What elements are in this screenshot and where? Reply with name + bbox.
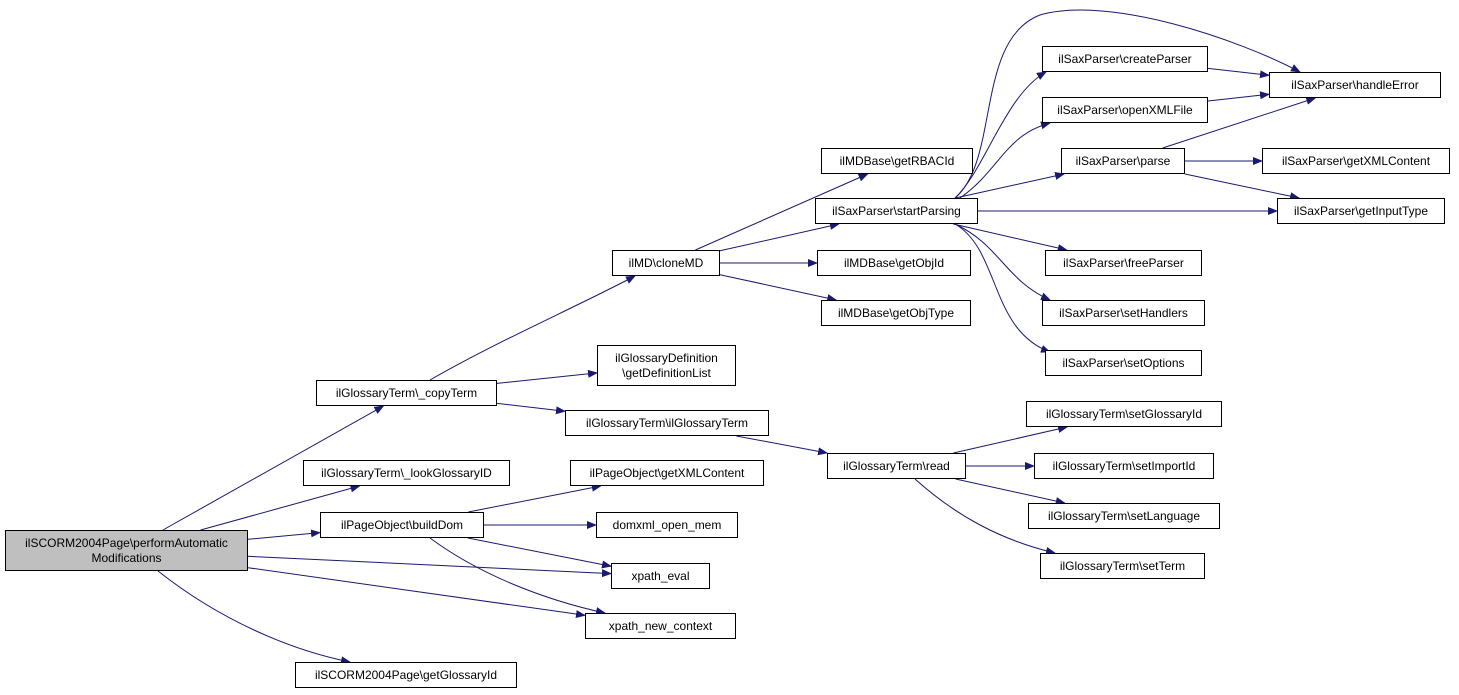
node-label: ilGlossaryTerm\read — [843, 458, 950, 473]
node-start-parsing[interactable]: ilSaxParser\startParsing — [815, 198, 978, 224]
node-label: ilGlossaryTerm\_lookGlossaryID — [321, 465, 492, 480]
node-label: ilGlossaryTerm\setGlossaryId — [1045, 406, 1203, 421]
edge-ilGlossaryTermCtor-to-read — [736, 435, 829, 456]
node-get-input-type[interactable]: ilSaxParser\getInputType — [1277, 198, 1445, 224]
edge-createParser-to-handleError — [1207, 67, 1270, 79]
edge-parse-to-handleError — [1162, 97, 1317, 149]
edge-cloneMD-to-getObjType — [719, 274, 838, 302]
node-get-definition-list[interactable]: ilGlossaryDefinition\getDefinitionList — [597, 345, 736, 386]
edge-copyTerm-to-getDefinitionList — [496, 369, 598, 384]
edge-openXMLFile-to-handleError — [1207, 91, 1270, 102]
node-handle-error[interactable]: ilSaxParser\handleError — [1269, 72, 1441, 98]
node-label: ilMD\cloneMD — [628, 255, 704, 270]
edge-buildDom-to-xpathNew — [429, 537, 606, 616]
node-get-x-m-l-content-page[interactable]: ilPageObject\getXMLContent — [570, 460, 764, 486]
node-label: ilMDBase\getObjId — [843, 255, 945, 270]
node-label: ilSaxParser\createParser — [1058, 51, 1192, 66]
edge-copyTerm-to-ilGlossaryTermCtor — [496, 402, 566, 415]
node-il-glossary-term-ctor[interactable]: ilGlossaryTerm\ilGlossaryTerm — [565, 410, 769, 436]
node-label: ilGlossaryTerm\setImportId — [1052, 458, 1196, 473]
node-set-glossary-id[interactable]: ilGlossaryTerm\setGlossaryId — [1026, 401, 1222, 427]
node-set-language[interactable]: ilGlossaryTerm\setLanguage — [1028, 503, 1220, 529]
node-set-options[interactable]: ilSaxParser\setOptions — [1045, 350, 1202, 376]
edge-cloneMD-to-getRBACId — [695, 173, 869, 251]
edge-read-to-setGlossaryId — [953, 425, 1069, 454]
node-set-handlers[interactable]: ilSaxParser\setHandlers — [1042, 300, 1205, 326]
node-label: ilSaxParser\openXMLFile — [1057, 102, 1193, 117]
edge-startParsing-to-setOptions — [954, 223, 1051, 353]
node-label: ilPageObject\getXMLContent — [589, 465, 745, 480]
node-label: domxml_open_mem — [612, 517, 722, 532]
node-label: ilMDBase\getObjType — [837, 305, 955, 320]
node-look-glossary-i-d[interactable]: ilGlossaryTerm\_lookGlossaryID — [303, 460, 510, 486]
node-parse[interactable]: ilSaxParser\parse — [1061, 148, 1185, 174]
node-label: ilSaxParser\startParsing — [832, 203, 961, 218]
node-label: ilGlossaryDefinition — [615, 350, 718, 365]
node-get-r-b-a-c-id[interactable]: ilMDBase\getRBACId — [821, 148, 973, 174]
node-label: ilSCORM2004Page\getGlossaryId — [314, 667, 498, 682]
node-set-term[interactable]: ilGlossaryTerm\setTerm — [1040, 553, 1205, 579]
node-xpath-new[interactable]: xpath_new_context — [585, 613, 736, 639]
node-label: ilSaxParser\setHandlers — [1059, 305, 1188, 320]
edge-read-to-setTerm — [914, 478, 1056, 555]
edge-startParsing-to-handleError — [954, 9, 1301, 199]
node-label: ilSaxParser\parse — [1075, 153, 1171, 168]
edge-root-to-buildDom — [247, 529, 321, 540]
node-label: xpath_new_context — [608, 618, 713, 633]
edge-startParsing-to-setHandlers — [954, 223, 1051, 301]
node-label: ilSaxParser\handleError — [1291, 77, 1419, 92]
node-build-dom[interactable]: ilPageObject\buildDom — [320, 512, 484, 538]
node-label: xpath_eval — [631, 568, 690, 583]
edge-buildDom-to-xpathEval — [467, 537, 612, 569]
node-read[interactable]: ilGlossaryTerm\read — [827, 453, 966, 479]
edge-root-to-getGlossaryIdPage — [157, 570, 351, 665]
node-label: ilGlossaryTerm\ilGlossaryTerm — [585, 415, 749, 430]
node-open-x-m-l-file[interactable]: ilSaxParser\openXMLFile — [1042, 97, 1208, 123]
node-label: \getDefinitionList — [622, 365, 711, 380]
edge-read-to-setLanguage — [955, 478, 1066, 505]
node-label: ilSCORM2004Page\performAutomatic — [25, 535, 228, 550]
edge-parse-to-getInputType — [1184, 173, 1301, 201]
node-label: ilMDBase\getRBACId — [839, 153, 955, 168]
node-get-obj-type[interactable]: ilMDBase\getObjType — [821, 300, 971, 326]
node-label: ilGlossaryTerm\_copyTerm — [335, 385, 478, 400]
edge-startParsing-to-createParser — [954, 71, 1047, 199]
edge-cloneMD-to-startParsing — [719, 222, 840, 252]
node-clone-m-d[interactable]: ilMD\cloneMD — [612, 250, 720, 276]
edge-startParsing-to-openXMLFile — [959, 121, 1051, 199]
edge-copyTerm-to-cloneMD — [429, 275, 636, 381]
node-create-parser[interactable]: ilSaxParser\createParser — [1042, 46, 1208, 72]
node-label: ilSaxParser\freeParser — [1063, 255, 1184, 270]
edge-root-to-xpathNew — [247, 567, 586, 619]
node-free-parser[interactable]: ilSaxParser\freeParser — [1045, 250, 1202, 276]
node-copy-term[interactable]: ilGlossaryTerm\_copyTerm — [316, 380, 497, 406]
edge-root-to-lookGlossaryID — [200, 484, 361, 531]
edge-startParsing-to-freeParser — [953, 223, 1068, 252]
node-label: ilSaxParser\getInputType — [1293, 203, 1429, 218]
node-label: Modifications — [91, 550, 162, 565]
node-label: ilPageObject\buildDom — [340, 517, 464, 532]
node-label: ilGlossaryTerm\setLanguage — [1047, 508, 1201, 523]
edge-root-to-xpathEval — [247, 555, 612, 578]
node-get-glossary-id-page[interactable]: ilSCORM2004Page\getGlossaryId — [295, 662, 517, 688]
node-label: ilSaxParser\getXMLContent — [1281, 153, 1431, 168]
node-label: ilGlossaryTerm\setTerm — [1059, 558, 1186, 573]
edge-startParsing-to-parse — [955, 172, 1066, 199]
node-label: ilSaxParser\setOptions — [1062, 355, 1185, 370]
edge-root-to-copyTerm — [162, 405, 385, 531]
node-domxml[interactable]: domxml_open_mem — [596, 512, 738, 538]
edge-buildDom-to-getXMLContentPage — [468, 483, 602, 513]
node-get-obj-id[interactable]: ilMDBase\getObjId — [817, 250, 971, 276]
node-set-import-id[interactable]: ilGlossaryTerm\setImportId — [1034, 453, 1214, 479]
node-xpath-eval[interactable]: xpath_eval — [611, 563, 710, 589]
node-get-x-m-l-content-sax[interactable]: ilSaxParser\getXMLContent — [1262, 148, 1450, 174]
